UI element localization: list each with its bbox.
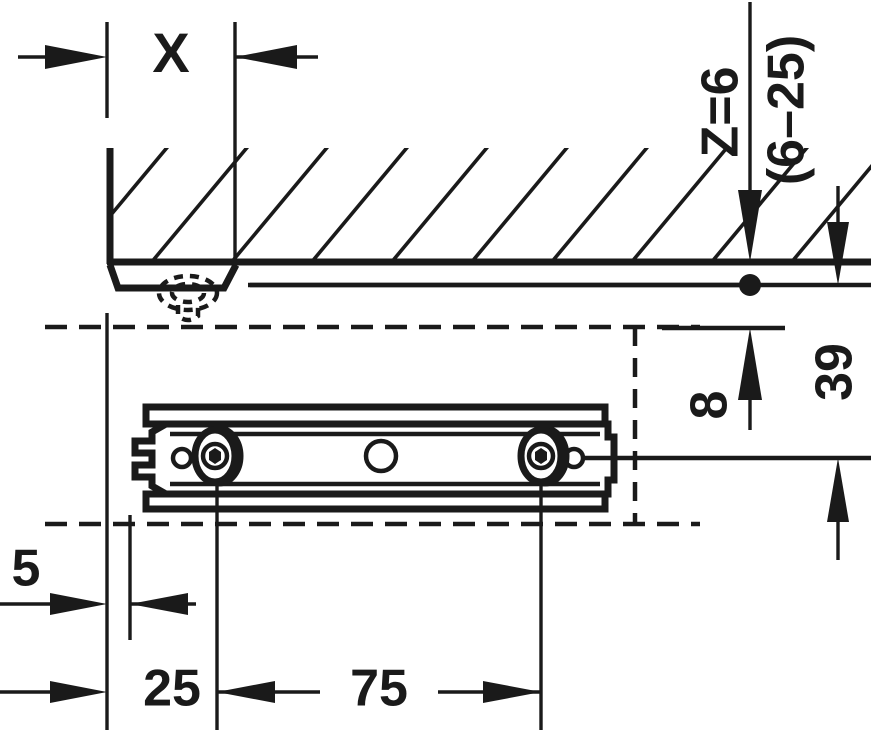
runner-end-hole-left xyxy=(170,446,194,470)
screw-2-torx-drive xyxy=(535,448,547,464)
screw-1-torx-drive xyxy=(209,448,221,464)
seventyfive-dimension-group: 75 xyxy=(217,660,541,718)
z-dimension-label: Z=6 xyxy=(692,66,750,157)
twentyfive-arrowhead-left xyxy=(50,681,107,703)
reference-point-dot xyxy=(739,274,761,296)
z-arrowhead-down xyxy=(738,190,762,262)
x-arrowhead-left xyxy=(45,45,107,69)
z-dimension-group: Z=6 (6–25) xyxy=(662,2,816,264)
twentyfive-dimension-group: 25 xyxy=(0,660,201,718)
x-dimension-label: X xyxy=(152,21,189,84)
five-dimension-group: 5 xyxy=(0,540,196,615)
seventyfive-arrowhead-right xyxy=(483,681,541,703)
thirtynine-dimension-label: 39 xyxy=(806,343,864,401)
hidden-screw-group xyxy=(156,273,220,323)
x-dimension-group: X xyxy=(18,21,318,262)
lower-extension-lines xyxy=(105,313,543,730)
reference-axis-group xyxy=(248,274,871,296)
five-arrowhead-right xyxy=(130,593,188,615)
eight-dimension-group: 8 xyxy=(662,325,785,430)
runner-screw-1 xyxy=(191,425,244,487)
eight-arrowhead-up xyxy=(738,328,762,400)
drawer-runner-group xyxy=(131,403,618,513)
twentyfive-dimension-label: 25 xyxy=(143,660,201,718)
thirtynine-arrowhead-up xyxy=(827,458,849,522)
thirtynine-arrowhead-down xyxy=(827,222,849,285)
x-arrowhead-right xyxy=(235,45,297,69)
hidden-outline-group xyxy=(45,324,700,527)
hidden-screw-head xyxy=(156,273,220,313)
runner-screw-2 xyxy=(517,425,570,487)
seventyfive-arrowhead-left xyxy=(217,681,275,703)
hidden-screw-recess xyxy=(169,281,207,305)
five-arrowhead-left xyxy=(50,593,107,615)
eight-dimension-label: 8 xyxy=(681,391,739,420)
z-range-label: (6–25) xyxy=(758,35,816,185)
runner-centre-hole xyxy=(363,438,399,474)
hidden-screw-shank xyxy=(175,305,201,323)
five-dimension-label: 5 xyxy=(12,540,41,598)
panel-recess-profile xyxy=(106,263,240,292)
thirtynine-dimension-group: 39 xyxy=(584,186,871,560)
section-hatching xyxy=(110,148,871,262)
seventyfive-dimension-label: 75 xyxy=(350,660,408,718)
runner-body-profile xyxy=(131,420,618,498)
